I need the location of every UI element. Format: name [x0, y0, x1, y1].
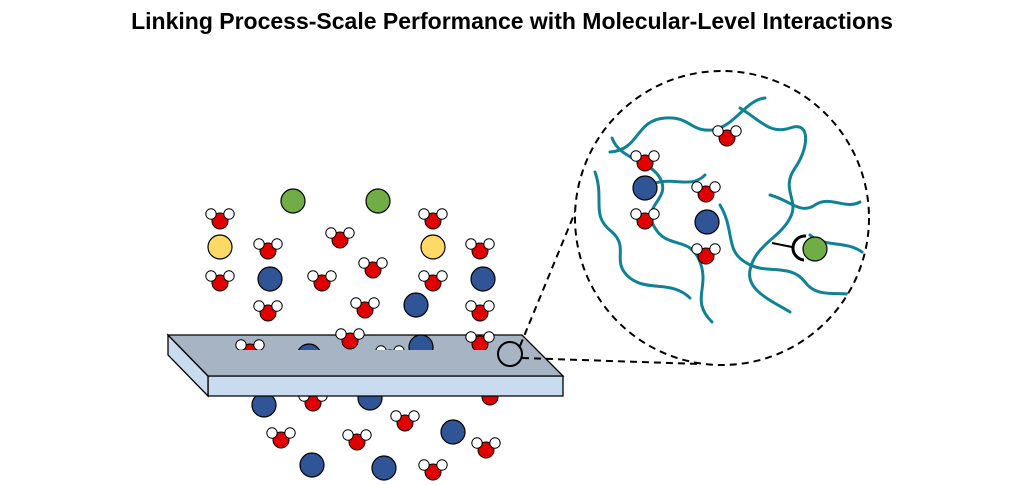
membrane-front-face	[207, 375, 564, 397]
membrane-top-face	[166, 334, 565, 377]
blue-ion-icon	[403, 292, 429, 318]
zoom-species	[630, 125, 742, 265]
blue-ion-icon	[371, 455, 397, 481]
binding-site	[771, 234, 828, 262]
water-molecule-icon	[418, 208, 448, 230]
page-title: Linking Process-Scale Performance with M…	[131, 8, 893, 34]
yellow-ion-icon	[207, 234, 233, 260]
water-molecule-icon	[325, 227, 355, 249]
water-molecule-icon	[307, 270, 337, 292]
binding-site-cup	[791, 234, 807, 262]
blue-ion-icon	[297, 343, 321, 350]
water-molecule-icon	[390, 410, 420, 432]
green-ion-icon	[280, 188, 306, 214]
polymer-chain	[593, 170, 692, 300]
water-molecule-icon	[375, 345, 405, 350]
binding-site-tether	[771, 242, 793, 248]
water-molecule-icon	[630, 208, 660, 230]
blue-ion-icon	[440, 419, 466, 445]
green-ion-icon	[365, 188, 391, 214]
blue-ion-icon	[694, 209, 720, 235]
membrane-slab-icon	[166, 333, 565, 398]
water-molecule-icon	[253, 238, 283, 260]
water-molecule-icon	[350, 297, 380, 319]
water-molecule-icon	[342, 429, 372, 451]
water-molecule-icon	[465, 300, 495, 322]
water-molecule-icon	[266, 427, 296, 449]
water-molecule-icon	[418, 459, 448, 481]
water-molecule-icon	[235, 339, 265, 350]
yellow-ion-icon	[420, 234, 446, 260]
water-molecule-icon	[630, 150, 660, 172]
water-molecule-icon	[465, 331, 495, 350]
green-ion-icon	[802, 236, 828, 262]
water-molecule-icon	[471, 437, 501, 459]
blue-ion-icon	[632, 175, 658, 201]
zoom-circle	[574, 70, 870, 366]
water-molecule-icon	[691, 181, 721, 203]
water-molecule-icon	[418, 270, 448, 292]
zoom-connector-top	[519, 187, 586, 347]
magnifier-circle-icon	[497, 341, 523, 367]
water-molecule-icon	[335, 328, 365, 350]
polymer-chain	[718, 203, 862, 298]
water-molecule-icon	[691, 243, 721, 265]
water-molecule-icon	[253, 300, 283, 322]
blue-ion-icon	[299, 452, 325, 478]
blue-ion-icon	[257, 266, 283, 292]
polymer-chain-icon	[593, 96, 864, 324]
water-molecule-icon	[465, 238, 495, 260]
polymer-chain	[608, 96, 767, 154]
water-molecule-icon	[358, 257, 388, 279]
blue-ion-icon	[470, 266, 496, 292]
zoom-connector-bottom	[521, 357, 701, 365]
polymer-chain	[768, 193, 862, 210]
water-molecule-icon	[205, 208, 235, 230]
polymer-chain	[738, 106, 808, 314]
water-molecule-icon	[205, 270, 235, 292]
permeate-side-species	[251, 384, 505, 481]
water-molecule-icon	[712, 125, 742, 147]
blue-ion-icon	[408, 334, 434, 350]
feed-side-species	[205, 188, 496, 350]
